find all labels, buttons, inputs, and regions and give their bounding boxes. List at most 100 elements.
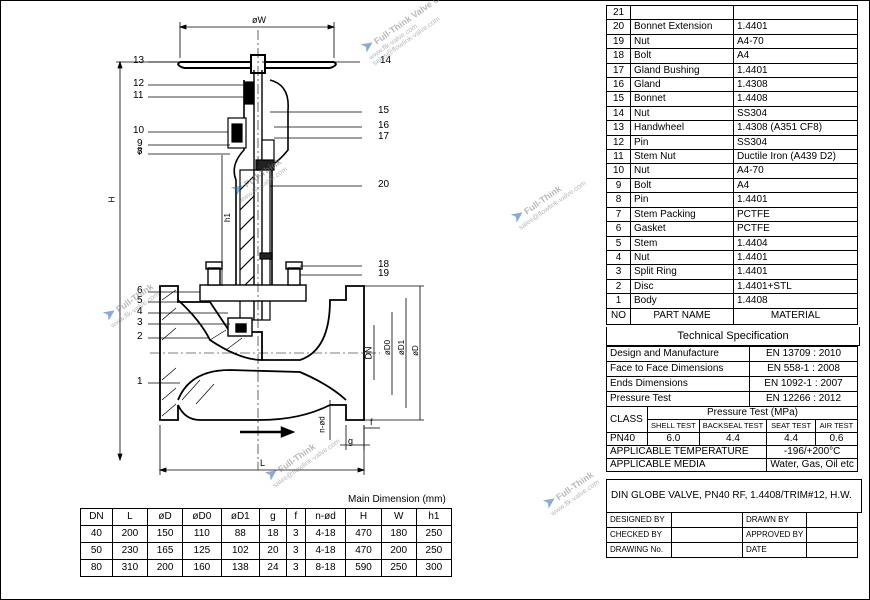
dim-w [178, 22, 336, 58]
balloon-11: 11 [133, 90, 144, 101]
pressure-test-table: CLASS Pressure Test (MPa) SHELL TEST BAC… [605, 406, 859, 472]
part-no: 21 [606, 4, 631, 21]
disc [227, 317, 253, 337]
balloon-9: 9 [137, 138, 143, 149]
balloon-17: 17 [378, 131, 390, 142]
part-material: 1.4401 [733, 19, 858, 35]
part-name: Bonnet [630, 91, 734, 107]
balloon-10: 10 [133, 125, 145, 136]
valve-description: DIN GLOBE VALVE, PN40 RF, 1.4408/TRIM#12… [606, 479, 862, 513]
part-name: Nut [630, 33, 734, 50]
spec-name: Ends Dimensions [606, 376, 750, 392]
col-backseal-test: BACKSEAL TEST [698, 419, 768, 433]
part-material: 1.4308 [733, 77, 858, 93]
dimension-header-cell: DN [80, 508, 113, 526]
dimension-cell: 250 [380, 559, 417, 577]
part-name: Bolt [630, 177, 734, 194]
part-material: A4 [733, 177, 858, 194]
spec-value: EN 13709 : 2010 [749, 346, 858, 362]
dimension-cell: 230 [111, 542, 148, 560]
part-name: Bonnet Extension [630, 19, 734, 35]
media-value: Water, Gas, Oil etc [766, 458, 858, 472]
dimension-cell: 470 [345, 542, 382, 560]
dim-gfnd [329, 400, 380, 450]
dimension-cell: 590 [345, 559, 382, 577]
dim-label-h1: h1 [222, 213, 232, 222]
part-no: 2 [606, 278, 631, 295]
balloon-4: 4 [137, 306, 143, 317]
body-hatching [161, 289, 243, 417]
part-name: Disc [630, 278, 734, 295]
part-material: A4-70 [733, 163, 858, 179]
dimension-cell: 50 [80, 542, 113, 560]
stem [253, 70, 263, 320]
balloon-14: 14 [380, 55, 392, 66]
dim-label-h: H [107, 196, 117, 203]
tech-spec-title: Technical Specification [606, 327, 860, 346]
pressure-test-title: Pressure Test (MPa) [647, 406, 858, 420]
dimension-cell: 8-18 [304, 559, 347, 577]
spec-name: Face to Face Dimensions [606, 361, 750, 377]
header-no: NO [606, 307, 631, 325]
dimension-cell: 180 [380, 525, 417, 543]
col-shell-test: SHELL TEST [647, 419, 700, 433]
leaders-right [262, 61, 362, 276]
yoke [233, 79, 289, 285]
approved-by-label: APPROVED BY [741, 527, 808, 543]
part-name: Handwheel [630, 120, 734, 136]
part-no: 19 [606, 33, 631, 50]
parts-table-header: NO PART NAME MATERIAL [606, 307, 858, 325]
part-material: PCTFE [733, 206, 858, 223]
part-no: 13 [606, 120, 631, 136]
date-label: DATE [741, 542, 808, 558]
part-material: Ductile Iron (A439 D2) [733, 149, 858, 165]
main-dimension-title: Main Dimension (mm) [348, 494, 446, 505]
part-no: 6 [606, 221, 631, 237]
part-no: 7 [606, 206, 631, 223]
seat-test-value: 4.4 [766, 432, 816, 446]
dimension-cell: 200 [146, 559, 184, 577]
dimension-cell: 150 [146, 525, 184, 543]
dimension-cell: 3 [285, 542, 306, 560]
signature-block: DESIGNED BY DRAWN BY CHECKED BY APPROVED… [606, 512, 858, 558]
balloon-5: 5 [137, 295, 143, 306]
part-name: Bolt [630, 48, 734, 64]
bonnet-extension [239, 169, 273, 321]
dimension-cell: 4-18 [304, 525, 347, 543]
parts-table-row: 21 [606, 4, 858, 21]
valve-section-drawing [116, 22, 424, 475]
dimension-header-cell: L [111, 508, 148, 526]
temperature-value: -196/+200°C [766, 445, 858, 459]
part-material [733, 4, 858, 21]
part-no: 3 [606, 264, 631, 280]
dimension-header-cell: øD0 [182, 508, 222, 526]
part-name: Stem [630, 235, 734, 251]
dimension-cell: 4-18 [304, 542, 347, 560]
part-no: 16 [606, 77, 631, 93]
dim-label-f: f [370, 417, 373, 427]
stem-nut [227, 81, 275, 171]
part-no: 11 [606, 149, 631, 165]
part-name: Stem Packing [630, 206, 734, 223]
part-material: 1.4408 [733, 293, 858, 309]
part-material: 1.4408 [733, 91, 858, 107]
part-no: 8 [606, 192, 631, 208]
balloon-12: 12 [133, 78, 145, 89]
